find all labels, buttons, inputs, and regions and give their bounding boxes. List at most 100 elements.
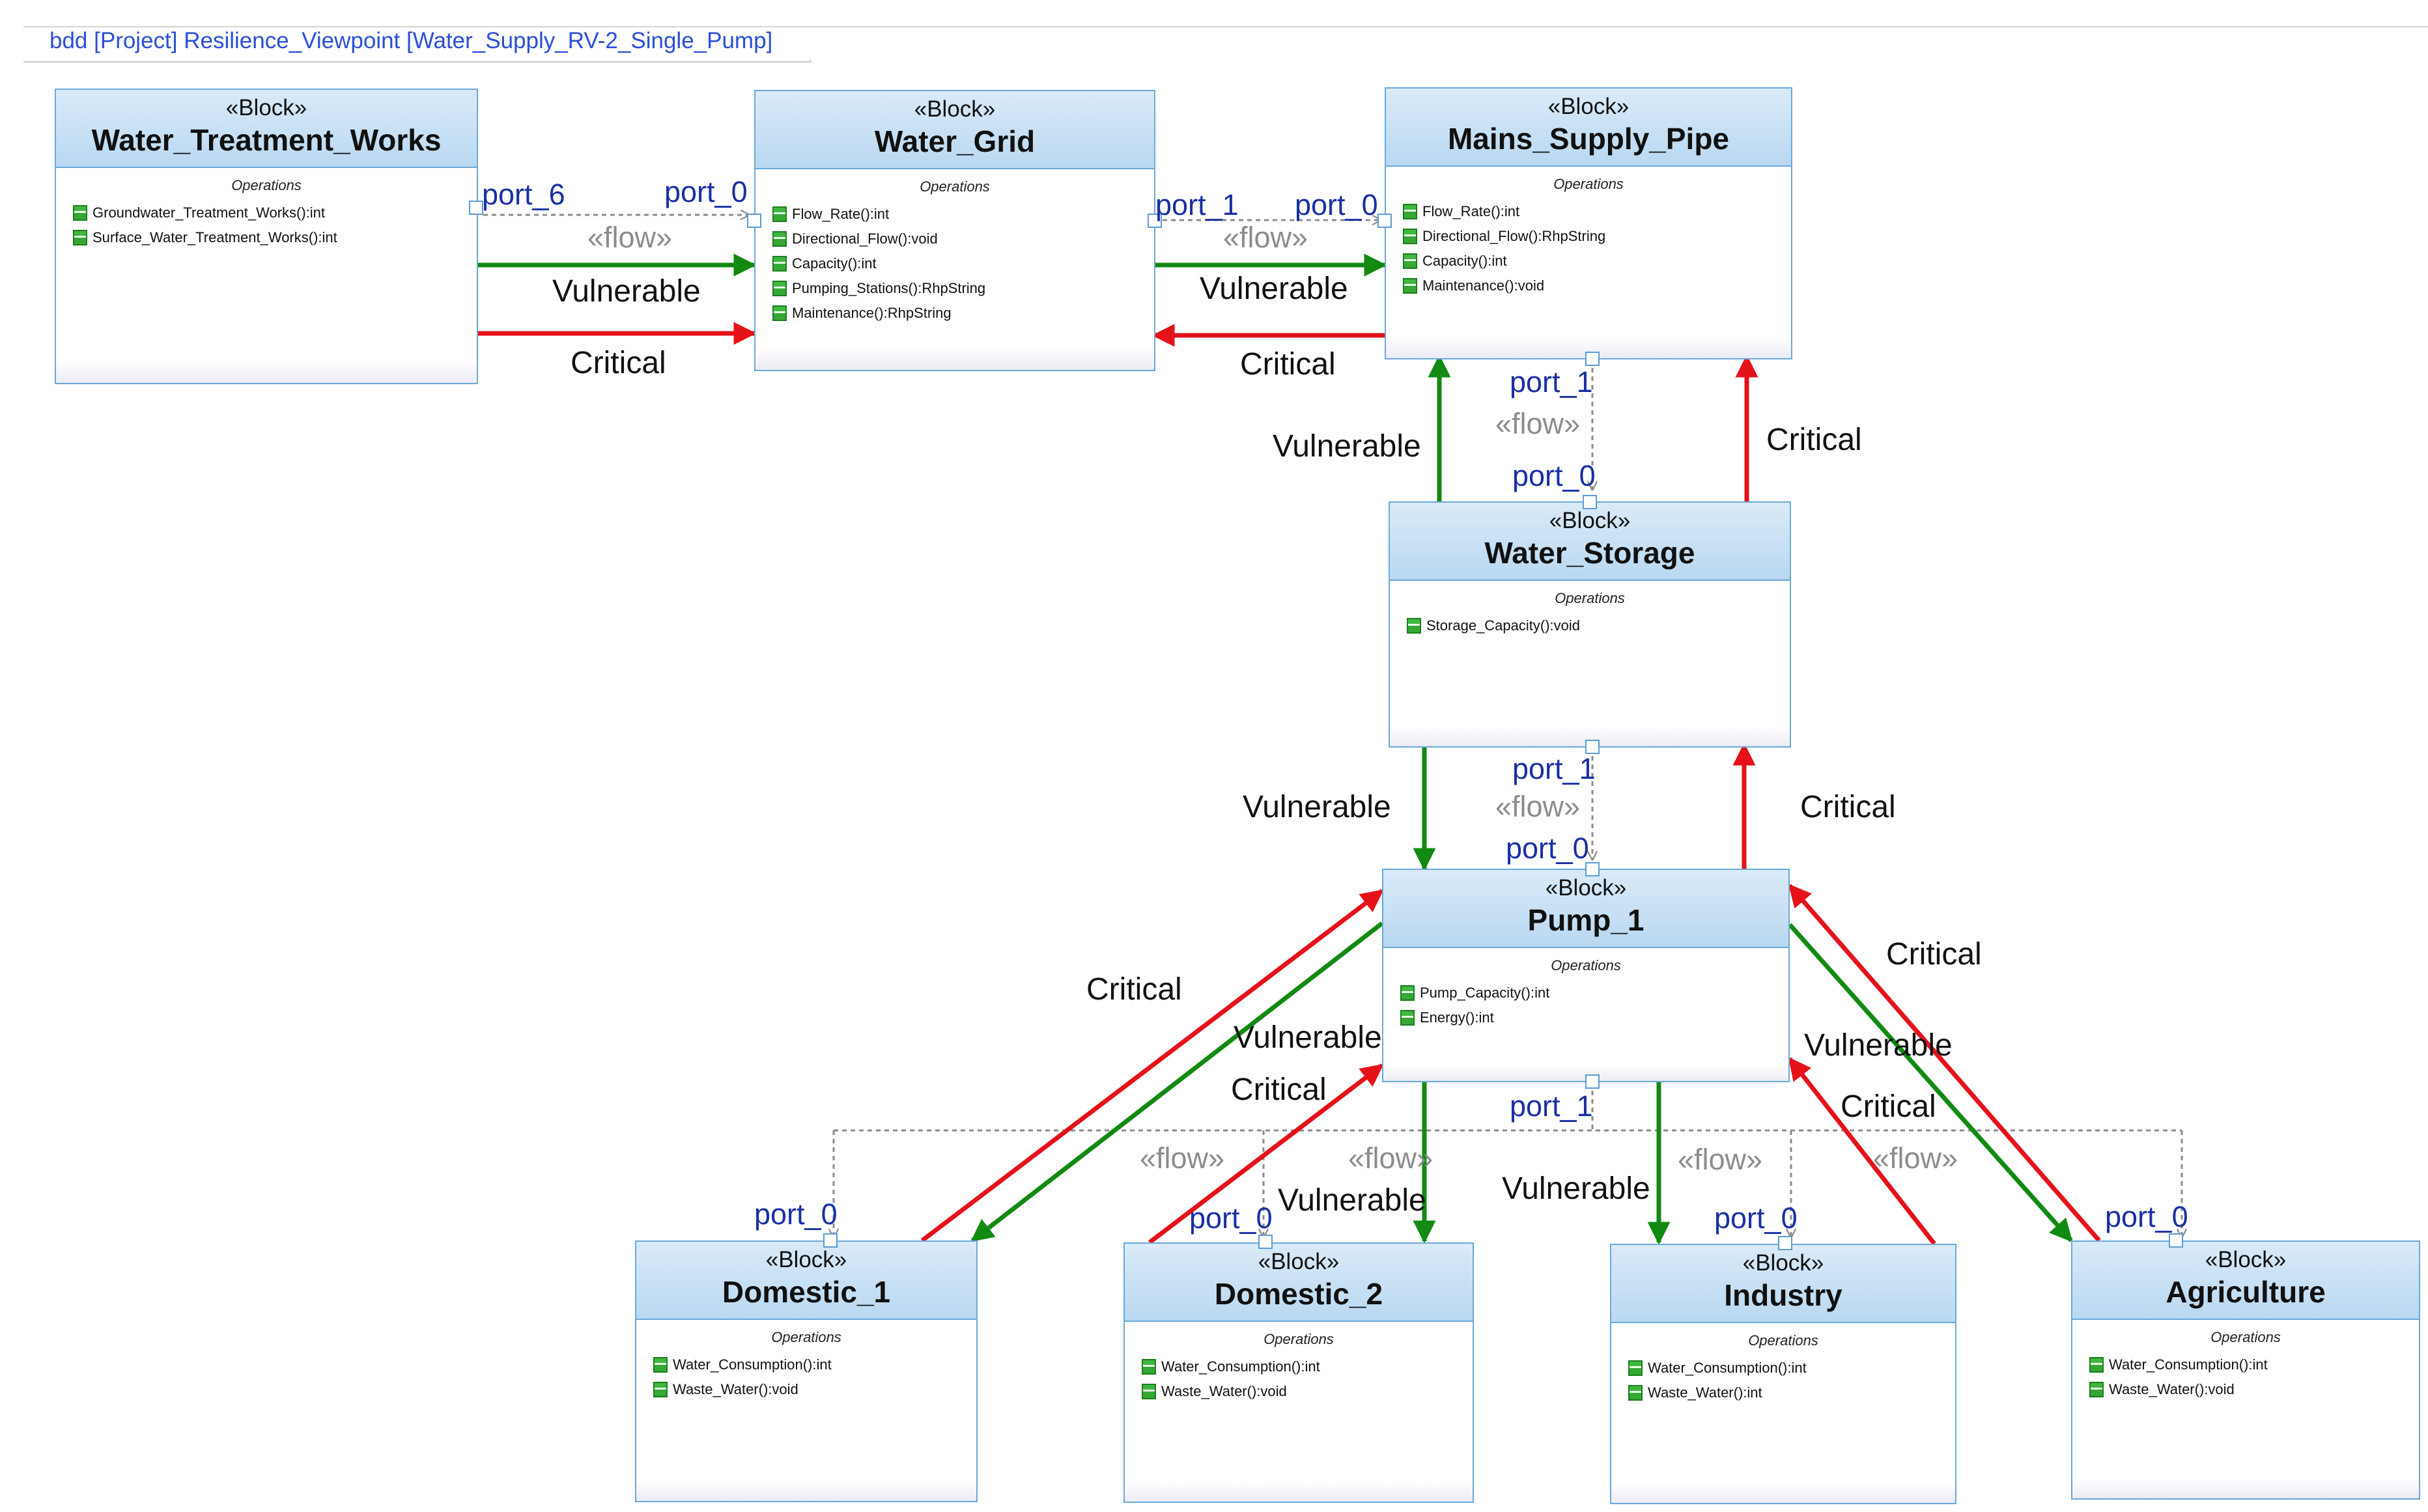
operation-item[interactable]: Waste_Water():void (2089, 1377, 2268, 1402)
port-label: port_0 (664, 175, 748, 208)
port-handle[interactable] (1148, 214, 1162, 228)
port-handle[interactable] (2169, 1233, 2183, 1248)
block-water-treatment-works[interactable]: «Block» Water_Treatment_Works Operations… (55, 89, 478, 384)
operation-icon (1407, 618, 1421, 634)
operation-icon (772, 231, 787, 247)
operation-icon (2089, 1382, 2104, 1397)
operation-item[interactable]: Flow_Rate():int (772, 202, 985, 227)
vulnerable-label: Vulnerable (1243, 790, 1391, 824)
vulnerable-label: Vulnerable (1804, 1028, 1953, 1063)
block-domestic-2[interactable]: «Block» Domestic_2 Operations Water_Cons… (1123, 1242, 1474, 1503)
operations-list: Flow_Rate():int Directional_Flow():RhpSt… (1403, 199, 1605, 298)
port-handle[interactable] (1585, 352, 1600, 366)
operations-list: Water_Consumption():int Waste_Water():vo… (653, 1352, 832, 1402)
block-name: Domestic_2 (1214, 1277, 1383, 1311)
flow-label: «flow» (1223, 221, 1308, 254)
port-handle[interactable] (1585, 740, 1600, 754)
block-agriculture[interactable]: «Block» Agriculture Operations Water_Con… (2071, 1240, 2420, 1500)
operation-item[interactable]: Surface_Water_Treatment_Works():int (73, 225, 337, 250)
block-name: Industry (1724, 1278, 1842, 1312)
port-handle[interactable] (747, 214, 761, 228)
diagram-title: bdd [Project] Resilience_Viewpoint [Wate… (23, 22, 812, 63)
critical-industry-pump (1788, 1057, 1936, 1246)
operation-item[interactable]: Water_Consumption():int (1142, 1354, 1320, 1379)
operation-item[interactable]: Directional_Flow():RhpString (1403, 224, 1605, 249)
port-label: port_1 (1510, 1089, 1593, 1123)
flow-label: «flow» (1873, 1141, 1958, 1175)
operation-item[interactable]: Pumping_Stations():RhpString (772, 276, 985, 301)
operation-label: Capacity():int (792, 255, 877, 272)
operation-label: Flow_Rate():int (1422, 203, 1520, 219)
frame-border (23, 26, 2428, 27)
operation-item[interactable]: Groundwater_Treatment_Works():int (73, 201, 337, 225)
operation-item[interactable]: Maintenance():void (1403, 273, 1605, 298)
operation-label: Water_Consumption():int (673, 1356, 832, 1373)
block-header: «Block» Mains_Supply_Pipe (1386, 89, 1791, 167)
operation-item[interactable]: Flow_Rate():int (1403, 199, 1605, 224)
operation-item[interactable]: Energy():int (1400, 1005, 1549, 1030)
operations-list: Groundwater_Treatment_Works():int Surfac… (73, 201, 337, 250)
operation-icon (772, 206, 787, 222)
operation-item[interactable]: Directional_Flow():void (772, 227, 985, 251)
block-domestic-1[interactable]: «Block» Domestic_1 Operations Water_Cons… (635, 1240, 978, 1502)
vulnerable-label: Vulnerable (1200, 272, 1348, 306)
block-stereotype: «Block» (1742, 1250, 1824, 1276)
operation-icon (772, 256, 787, 272)
operation-label: Waste_Water():int (1648, 1384, 1762, 1401)
operation-icon (1403, 278, 1417, 294)
operation-icon (1628, 1360, 1643, 1376)
operation-label: Waste_Water():void (673, 1381, 798, 1397)
operations-list: Storage_Capacity():void (1407, 613, 1580, 638)
critical-domestic-1-pump (920, 889, 1384, 1242)
port-label: port_1 (1512, 752, 1596, 785)
port-handle[interactable] (469, 201, 483, 215)
operation-label: Directional_Flow():RhpString (1422, 228, 1606, 244)
operation-item[interactable]: Storage_Capacity():void (1407, 613, 1580, 638)
operation-item[interactable]: Maintenance():RhpString (772, 301, 985, 326)
port-handle[interactable] (1585, 1074, 1600, 1089)
port-label: port_0 (1512, 459, 1596, 492)
operation-item[interactable]: Water_Consumption():int (1628, 1356, 1807, 1380)
block-header: «Block» Water_Grid (755, 91, 1154, 169)
port-label: port_0 (1506, 832, 1589, 865)
vulnerable-label: Vulnerable (1502, 1171, 1650, 1206)
block-mains-supply-pipe[interactable]: «Block» Mains_Supply_Pipe Operations Flo… (1385, 87, 1792, 359)
operation-item[interactable]: Waste_Water():void (653, 1377, 832, 1402)
operation-icon (1400, 1010, 1415, 1026)
operation-label: Waste_Water():void (2109, 1381, 2235, 1397)
operation-item[interactable]: Waste_Water():void (1142, 1379, 1320, 1404)
port-handle[interactable] (1377, 214, 1392, 228)
block-header: «Block» Domestic_1 (636, 1242, 976, 1320)
operation-item[interactable]: Pump_Capacity():int (1400, 981, 1549, 1005)
operation-icon (653, 1382, 668, 1397)
port-handle[interactable] (1778, 1236, 1792, 1250)
operation-label: Water_Consumption():int (2109, 1356, 2268, 1373)
operations-heading: Operations (920, 178, 990, 195)
block-water-grid[interactable]: «Block» Water_Grid Operations Flow_Rate(… (754, 90, 1155, 371)
port-handle[interactable] (1258, 1235, 1273, 1249)
block-industry[interactable]: «Block» Industry Operations Water_Consum… (1610, 1244, 1956, 1504)
operation-icon (1142, 1384, 1156, 1399)
port-handle[interactable] (1583, 495, 1597, 509)
operation-item[interactable]: Capacity():int (772, 251, 985, 276)
operation-icon (1403, 253, 1417, 269)
operation-item[interactable]: Waste_Water():int (1628, 1380, 1807, 1405)
operations-heading: Operations (771, 1329, 841, 1345)
block-name: Pump_1 (1527, 903, 1645, 937)
flow-label: «flow» (1140, 1141, 1225, 1175)
block-pump-1[interactable]: «Block» Pump_1 Operations Pump_Capacity(… (1382, 869, 1790, 1082)
operations-list: Water_Consumption():int Waste_Water():vo… (2089, 1352, 2268, 1402)
operation-item[interactable]: Capacity():int (1403, 249, 1605, 273)
operation-label: Capacity():int (1422, 253, 1507, 269)
flow-label: «flow» (1495, 407, 1581, 440)
port-handle[interactable] (1585, 862, 1600, 876)
operation-item[interactable]: Water_Consumption():int (653, 1352, 832, 1377)
port-label: port_0 (1714, 1201, 1798, 1235)
critical-label: Critical (1231, 1072, 1327, 1107)
operation-icon (1403, 204, 1417, 219)
port-handle[interactable] (823, 1233, 838, 1248)
block-header: «Block» Agriculture (2072, 1242, 2419, 1320)
operation-item[interactable]: Water_Consumption():int (2089, 1352, 2268, 1377)
block-water-storage[interactable]: «Block» Water_Storage Operations Storage… (1389, 501, 1791, 748)
flow-label: «flow» (1678, 1143, 1763, 1176)
